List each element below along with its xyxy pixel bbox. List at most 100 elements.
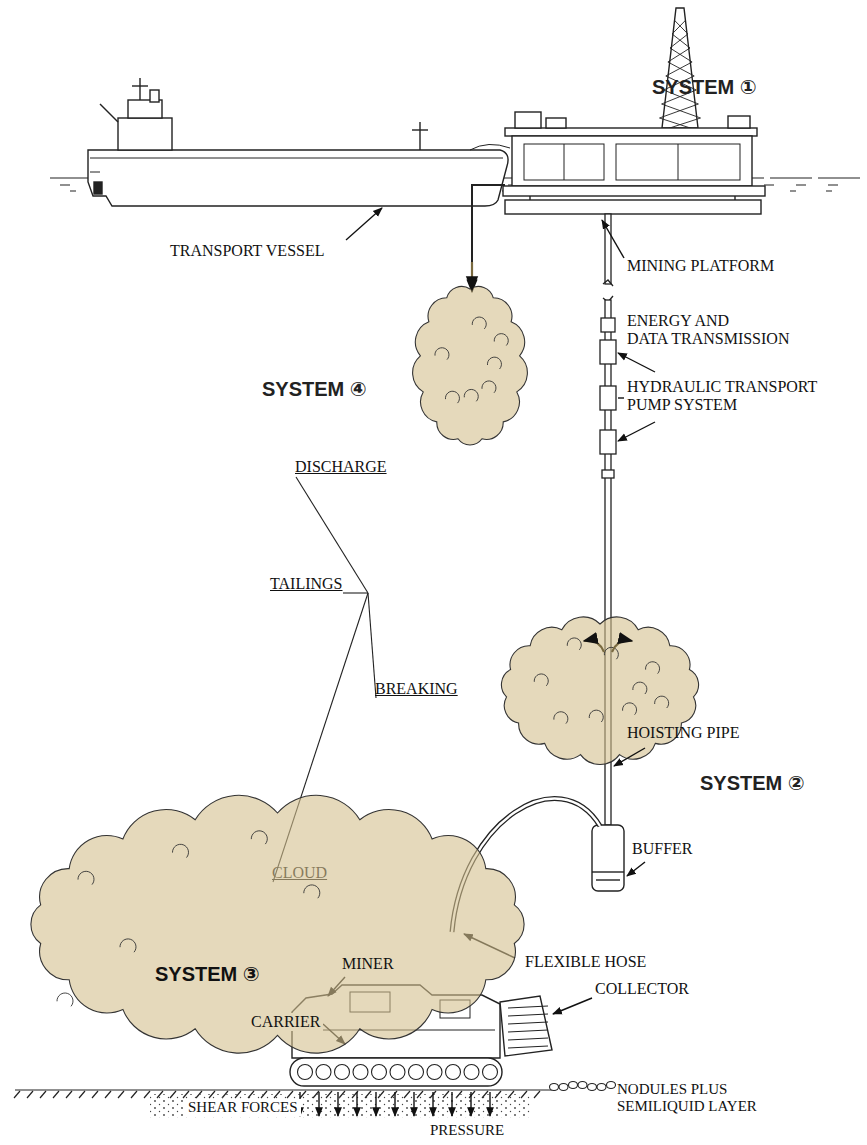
cloud-texture	[445, 391, 459, 403]
mining-platform	[728, 116, 750, 128]
transport-vessel	[94, 182, 102, 194]
transport-vessel	[139, 78, 140, 100]
system-number: SYSTEM ②	[700, 772, 805, 795]
pump-segment	[600, 386, 616, 410]
text-line: HYDRAULIC TRANSPORT	[627, 378, 817, 396]
breaking-arrow	[584, 640, 604, 652]
cloud-texture	[554, 712, 568, 724]
pressure-arrows	[356, 1092, 357, 1116]
tailings-label: TAILINGS	[270, 575, 342, 593]
tailings-bracket	[368, 593, 376, 698]
text-line: ENERGY AND	[627, 312, 789, 330]
pressure-arrows	[337, 1092, 338, 1116]
mining-platform	[662, 8, 698, 128]
seafloor	[79, 1091, 85, 1098]
collector	[500, 996, 552, 1056]
miner-vehicle	[508, 1006, 548, 1008]
buffer	[596, 879, 620, 880]
leader-arrows	[618, 353, 655, 372]
miner-vehicle	[390, 1065, 405, 1080]
system-number: SYSTEM ④	[262, 378, 367, 401]
seafloor	[27, 1091, 33, 1098]
cloud-texture	[655, 696, 669, 708]
text-line: NODULES PLUS	[617, 1081, 757, 1098]
miner-vehicle	[427, 1065, 442, 1080]
nodules	[578, 1082, 587, 1089]
miner-vehicle	[353, 1065, 368, 1080]
cloud-texture	[534, 674, 548, 686]
seafloor	[118, 1091, 124, 1098]
pressure-arrows	[375, 1092, 376, 1116]
pressure-arrows	[432, 1092, 433, 1116]
mining-platform	[662, 104, 701, 118]
cloud-texture	[567, 638, 581, 650]
transport-vessel	[118, 118, 172, 150]
cloud-texture	[646, 662, 660, 674]
mining-platform	[670, 48, 692, 62]
hoisting-pipe	[602, 470, 614, 478]
tailings-label: DISCHARGE	[295, 458, 387, 476]
cloud-texture	[589, 710, 603, 722]
part-label: ENERGY AND DATA TRANSMISSION	[627, 312, 789, 349]
mining-platform	[668, 48, 690, 62]
text-line: SEMILIQUID LAYER	[617, 1098, 757, 1115]
leader-arrows	[553, 998, 592, 1014]
nodules	[597, 1084, 606, 1091]
nodules	[550, 1082, 616, 1091]
mining-platform	[672, 20, 686, 34]
part-label: HYDRAULIC TRANSPORT PUMP SYSTEM	[627, 378, 817, 415]
mining-platform	[505, 128, 757, 136]
transport-vessel	[88, 78, 510, 206]
cloud-texture	[604, 647, 618, 659]
mining-platform	[529, 196, 530, 200]
cloud-texture	[494, 334, 508, 346]
part-label: MINING PLATFORM	[627, 257, 774, 275]
mining-platform	[546, 118, 566, 128]
pressure-arrows	[318, 1092, 319, 1116]
pressure-arrows	[451, 1092, 452, 1116]
part-label: FLEXIBLE HOSE	[525, 953, 646, 971]
cloud-texture	[120, 939, 136, 952]
pressure-arrows	[489, 1092, 490, 1116]
mining-platform	[524, 144, 604, 180]
text-line: DATA TRANSMISSION	[627, 330, 789, 348]
nodules	[550, 1084, 559, 1091]
mining-platform	[505, 200, 761, 214]
cloud-texture	[251, 831, 267, 844]
force-label: SHEAR FORCES	[185, 1099, 301, 1116]
leader-arrows	[602, 220, 624, 258]
miner-vehicle	[372, 1065, 387, 1080]
leader-arrows	[618, 422, 655, 441]
mining-platform	[564, 144, 565, 180]
part-label: COLLECTOR	[595, 980, 689, 998]
transport-vessel	[412, 129, 428, 130]
transport-vessel	[132, 85, 148, 86]
cloud-texture	[57, 993, 73, 1006]
mining-platform	[670, 34, 688, 48]
cloud-texture	[482, 381, 496, 393]
pressure-arrows	[300, 1092, 490, 1116]
text-line: PUMP SYSTEM	[627, 396, 817, 414]
tailings-bracket	[343, 592, 368, 593]
cloud-texture	[487, 357, 501, 369]
miner-vehicle	[508, 1022, 548, 1024]
system-number: SYSTEM ③	[155, 963, 260, 986]
miner-vehicle	[316, 1065, 331, 1080]
cloud-texture	[304, 885, 320, 898]
seafloor	[534, 1091, 540, 1098]
seafloor	[15, 1089, 552, 1090]
buffer	[592, 825, 624, 891]
discharge-cloud	[413, 287, 528, 445]
mining-platform	[668, 62, 694, 76]
transport-vessel	[88, 150, 508, 206]
leader-arrows	[618, 397, 624, 398]
seafloor	[92, 1091, 98, 1098]
part-label: TRANSPORT VESSEL	[170, 242, 324, 260]
cloud-texture	[172, 844, 188, 857]
tailings-label: BREAKING	[375, 680, 458, 698]
nodules	[588, 1084, 597, 1091]
pressure-arrows	[413, 1092, 414, 1116]
miner-vehicle	[508, 1046, 548, 1048]
breaking-arrow	[612, 640, 632, 652]
pump-segment	[600, 340, 616, 364]
